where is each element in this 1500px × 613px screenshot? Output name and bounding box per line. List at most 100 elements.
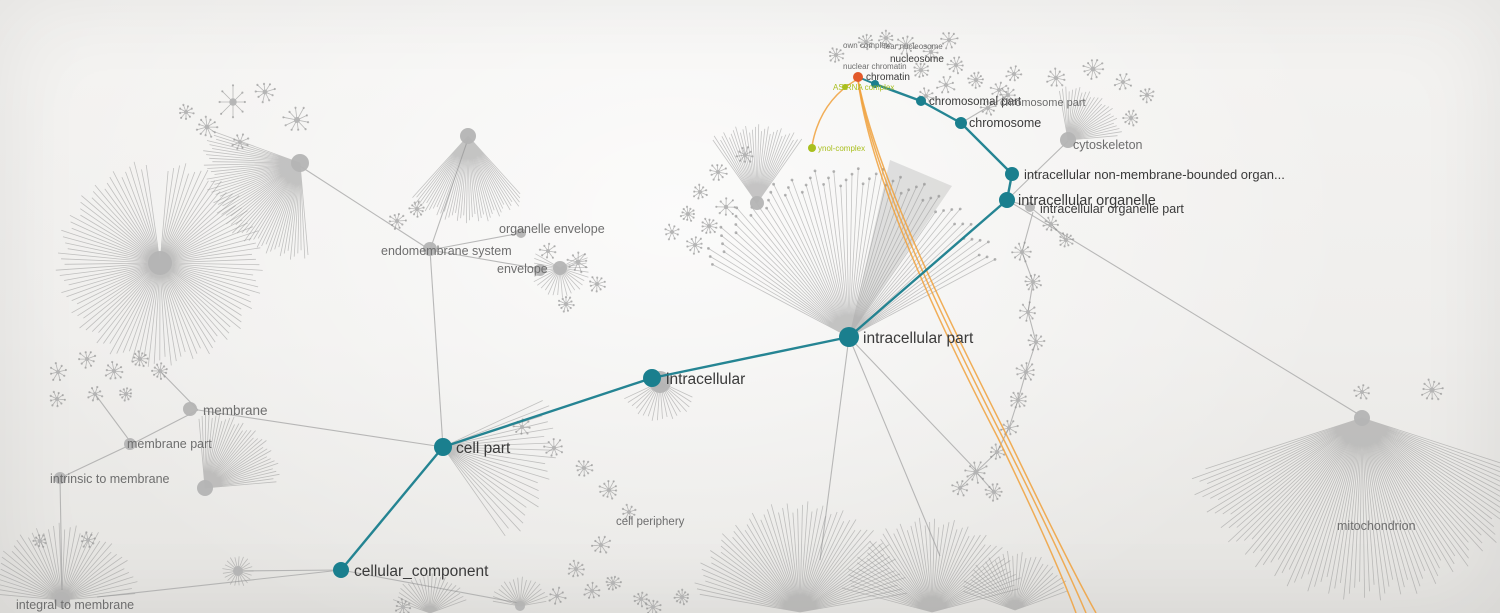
node-chromosomal-part[interactable]	[916, 96, 926, 106]
burst-hub[interactable]	[997, 88, 1001, 92]
burst-hub[interactable]	[55, 397, 59, 401]
term-label[interactable]: ynol-complex	[818, 144, 865, 153]
term-label[interactable]: endomembrane system	[381, 244, 512, 258]
burst-hub[interactable]	[293, 116, 301, 124]
burst-hub[interactable]	[1031, 280, 1035, 284]
term-label[interactable]: nuclear chromatin	[843, 62, 907, 71]
node-junction[interactable]	[871, 80, 879, 88]
burst-hub[interactable]	[1025, 309, 1031, 315]
term-label[interactable]: intrinsic to membrane	[50, 472, 170, 486]
burst-hub[interactable]	[1145, 93, 1149, 97]
cluster-hub[interactable]	[54, 472, 66, 484]
cluster-hub[interactable]	[148, 251, 172, 275]
burst-hub[interactable]	[1016, 398, 1020, 402]
burst-hub[interactable]	[590, 589, 594, 593]
term-label[interactable]: chromosome part	[1000, 97, 1086, 109]
burst-hub[interactable]	[55, 369, 61, 375]
burst-hub[interactable]	[693, 243, 697, 247]
burst-hub[interactable]	[834, 53, 838, 57]
term-label[interactable]: AS/RNA complex	[833, 83, 894, 92]
burst-hub[interactable]	[574, 567, 578, 571]
burst-hub[interactable]	[992, 490, 996, 494]
burst-hub[interactable]	[520, 425, 524, 429]
burst-hub[interactable]	[1053, 75, 1059, 81]
cluster-hub[interactable]	[233, 566, 243, 576]
burst-hub[interactable]	[401, 605, 405, 609]
burst-hub[interactable]	[564, 302, 568, 306]
cluster-hub[interactable]	[1354, 410, 1370, 426]
cluster-hub[interactable]	[750, 196, 764, 210]
burst-hub[interactable]	[680, 595, 684, 599]
burst-hub[interactable]	[1049, 222, 1053, 226]
node-intracellular-organelle[interactable]	[999, 192, 1015, 208]
burst-hub[interactable]	[1006, 93, 1010, 97]
cluster-hub[interactable]	[124, 438, 136, 450]
cluster-hub[interactable]	[553, 261, 567, 275]
burst-hub[interactable]	[415, 207, 419, 211]
burst-hub[interactable]	[670, 230, 674, 234]
burst-hub[interactable]	[595, 282, 599, 286]
burst-hub[interactable]	[606, 487, 612, 493]
node-intracellular[interactable]	[643, 369, 661, 387]
burst-hub[interactable]	[651, 605, 655, 609]
node-label[interactable]: intracellular non-membrane-bounded organ…	[1024, 167, 1285, 182]
term-label[interactable]: mitochondrion	[1337, 519, 1416, 533]
burst-hub[interactable]	[38, 539, 42, 543]
term-label[interactable]: own complex	[843, 41, 890, 50]
burst-hub[interactable]	[551, 445, 557, 451]
node-cell-part[interactable]	[434, 438, 452, 456]
burst-hub[interactable]	[716, 170, 720, 174]
burst-hub[interactable]	[86, 538, 90, 542]
burst-hub[interactable]	[947, 38, 951, 42]
burst-hub[interactable]	[611, 581, 615, 585]
cluster-hub[interactable]	[1060, 132, 1076, 148]
term-label[interactable]: lear nucleosome	[884, 42, 943, 51]
cluster-hub[interactable]	[1025, 202, 1035, 212]
term-label[interactable]: nucleosome	[890, 54, 944, 65]
term-label[interactable]: integral to membrane	[16, 598, 134, 612]
term-label[interactable]: chromatin	[866, 72, 910, 83]
cluster-hub[interactable]	[291, 154, 309, 172]
burst-hub[interactable]	[958, 486, 962, 490]
node-label[interactable]: cell part	[456, 440, 511, 457]
burst-hub[interactable]	[111, 368, 117, 374]
burst-hub[interactable]	[582, 466, 586, 470]
node-chromosome[interactable]	[955, 117, 967, 129]
burst-hub[interactable]	[204, 124, 210, 130]
node-label[interactable]: chromosome	[969, 116, 1041, 130]
term-label[interactable]: cytoskeleton	[1073, 138, 1143, 152]
node-cellular-component[interactable]	[333, 562, 349, 578]
term-label[interactable]: cell periphery	[616, 516, 685, 528]
node-label[interactable]: chromosomal part	[929, 96, 1022, 108]
node-intracellular-part[interactable]	[839, 327, 859, 347]
cluster-hub[interactable]	[54, 592, 70, 608]
term-label[interactable]: organelle envelope	[499, 222, 605, 236]
burst-hub[interactable]	[262, 89, 268, 95]
burst-hub[interactable]	[1007, 426, 1011, 430]
burst-hub[interactable]	[986, 106, 990, 110]
burst-hub[interactable]	[238, 140, 242, 144]
cluster-hub[interactable]	[183, 402, 197, 416]
cluster-hub[interactable]	[515, 601, 525, 611]
node-label[interactable]: intracellular organelle	[1018, 193, 1156, 209]
burst-hub[interactable]	[639, 597, 643, 601]
burst-hub[interactable]	[85, 357, 89, 361]
burst-hub[interactable]	[919, 68, 923, 72]
burst-hub[interactable]	[1012, 72, 1016, 76]
burst-hub[interactable]	[903, 42, 909, 48]
node-label[interactable]: cellular_component	[354, 563, 489, 580]
term-label[interactable]: membrane	[203, 403, 268, 418]
node-label[interactable]: intracellular	[666, 371, 745, 388]
cluster-hub[interactable]	[534, 264, 546, 276]
burst-hub[interactable]	[929, 50, 933, 54]
burst-hub[interactable]	[1360, 390, 1364, 394]
term-label[interactable]: membrane part	[127, 437, 212, 451]
cluster-hub[interactable]	[460, 128, 476, 144]
burst-hub[interactable]	[229, 98, 237, 106]
cluster-hub[interactable]	[197, 480, 213, 496]
burst-hub[interactable]	[598, 542, 604, 548]
burst-hub[interactable]	[1429, 387, 1435, 393]
burst-hub[interactable]	[138, 357, 142, 361]
node-intracellular-non-membrane-bounded-organ[interactable]	[1005, 167, 1019, 181]
